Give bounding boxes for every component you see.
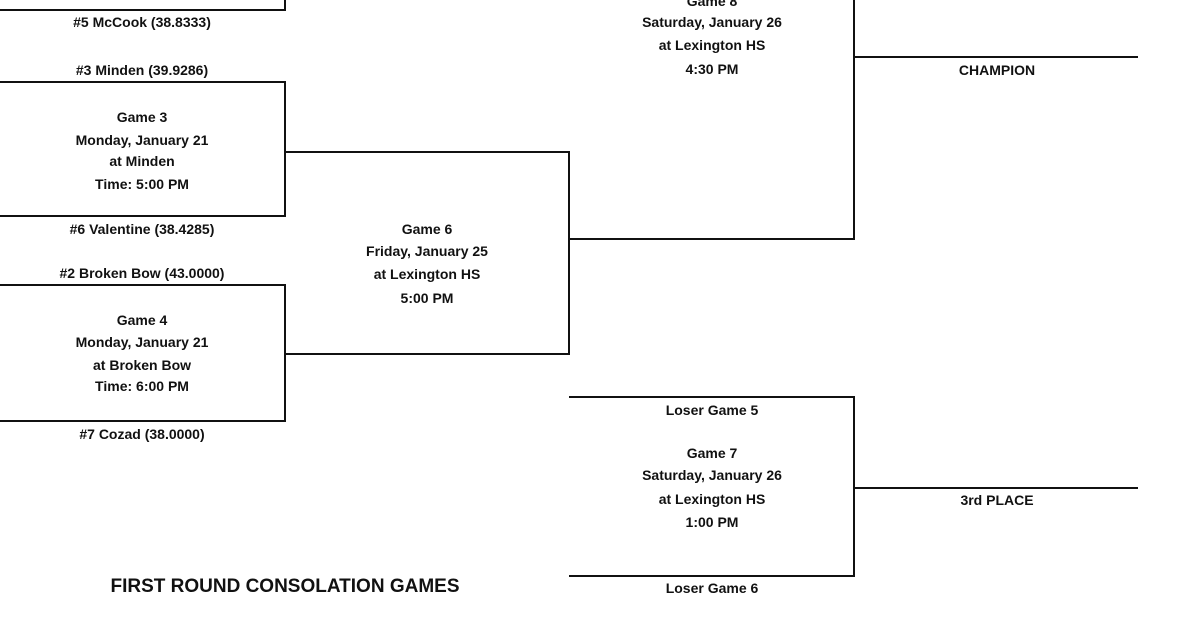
bracket-box-game3 bbox=[0, 81, 286, 217]
game8-site: at Lexington HS bbox=[658, 37, 766, 53]
seed-broken-bow: #2 Broken Bow (43.0000) bbox=[59, 265, 225, 281]
game7-top-team: Loser Game 5 bbox=[665, 402, 759, 418]
bracket-line-mccook bbox=[0, 0, 286, 11]
seed-minden: #3 Minden (39.9286) bbox=[75, 62, 209, 78]
game8-name: Game 8 bbox=[686, 0, 738, 9]
game6-date: Friday, January 25 bbox=[366, 243, 488, 259]
game7-date: Saturday, January 26 bbox=[642, 467, 782, 483]
game3-name: Game 3 bbox=[116, 109, 168, 125]
bracket-box-game7 bbox=[569, 396, 855, 577]
champion-label: CHAMPION bbox=[958, 62, 1036, 78]
bracket-box-game6 bbox=[285, 151, 570, 355]
game3-site: at Minden bbox=[109, 153, 175, 169]
game4-name: Game 4 bbox=[116, 312, 168, 328]
game6-site: at Lexington HS bbox=[373, 266, 481, 282]
game4-time: Time: 6:00 PM bbox=[95, 378, 189, 394]
game8-date: Saturday, January 26 bbox=[642, 14, 782, 30]
bracket-box-game8 bbox=[569, 0, 855, 240]
game7-bottom-team: Loser Game 6 bbox=[665, 580, 759, 596]
third-place-label: 3rd PLACE bbox=[960, 492, 1034, 508]
section-title: FIRST ROUND CONSOLATION GAMES bbox=[110, 576, 460, 597]
game4-site: at Broken Bow bbox=[92, 357, 192, 373]
seed-mccook: #5 McCook (38.8333) bbox=[73, 14, 211, 30]
game3-time: Time: 5:00 PM bbox=[95, 176, 189, 192]
seed-valentine: #6 Valentine (38.4285) bbox=[69, 221, 215, 237]
game8-time: 4:30 PM bbox=[685, 61, 739, 77]
seed-cozad: #7 Cozad (38.0000) bbox=[79, 426, 205, 442]
game6-name: Game 6 bbox=[401, 221, 453, 237]
bracket-box-game4 bbox=[0, 284, 286, 422]
game7-site: at Lexington HS bbox=[658, 491, 766, 507]
game4-date: Monday, January 21 bbox=[75, 334, 209, 350]
game6-time: 5:00 PM bbox=[400, 290, 454, 306]
game7-time: 1:00 PM bbox=[685, 514, 739, 530]
game3-date: Monday, January 21 bbox=[75, 132, 209, 148]
game7-name: Game 7 bbox=[686, 445, 738, 461]
